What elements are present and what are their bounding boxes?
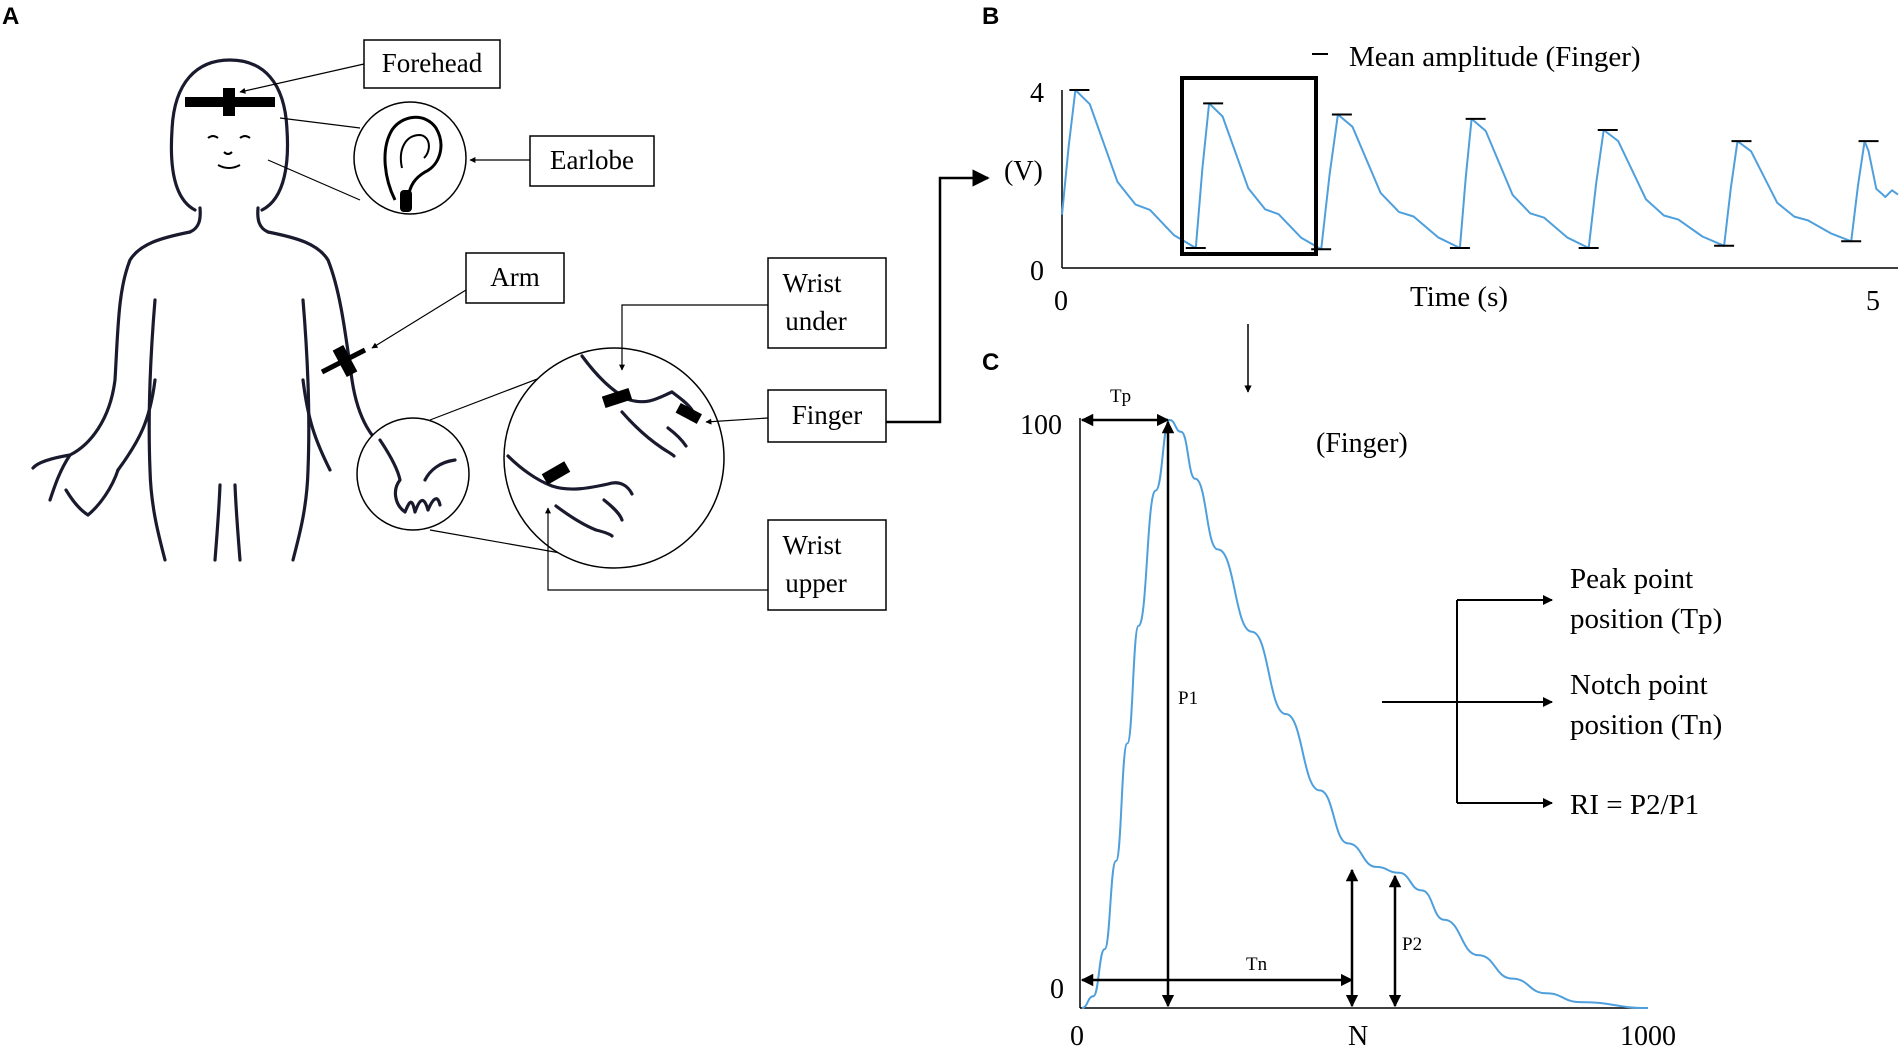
face — [207, 135, 251, 169]
wrist-under-label-line1: Wrist — [783, 268, 842, 298]
earlobe-zoom-line-bottom — [267, 159, 361, 201]
panel-label-a: A — [2, 3, 19, 30]
wrist-upper-pointer — [545, 507, 768, 591]
c-ytick-0: 0 — [1050, 974, 1064, 1005]
panel-label-b: B — [982, 3, 999, 30]
human-body-outline — [31, 58, 394, 562]
mean-amplitude-legend: Mean amplitude (Finger) — [1349, 41, 1641, 73]
c-ppg-trace — [1081, 419, 1649, 1009]
forehead-label-box — [363, 39, 501, 89]
b-x-label: Time (s) — [1410, 281, 1508, 313]
c-xtick-1000: 1000 — [1620, 1021, 1676, 1052]
c-ytick-100: 100 — [1020, 410, 1062, 441]
earlobe-zoom-line-top — [279, 117, 361, 129]
forehead-label: Forehead — [382, 48, 483, 78]
finger-label: Finger — [792, 400, 863, 430]
tp-label: Tp — [1110, 386, 1131, 407]
notch-output-line2: position (Tn) — [1570, 709, 1722, 741]
finger-label-box — [767, 389, 887, 443]
peak-output-line2: position (Tp) — [1570, 603, 1722, 635]
arm-label: Arm — [490, 262, 540, 292]
forehead-pointer — [239, 63, 365, 94]
earlobe-label-box — [529, 135, 655, 187]
finger-pointer — [705, 417, 769, 425]
finger-sensor — [675, 402, 702, 424]
p2-label: P2 — [1402, 934, 1422, 955]
wrist-upper-label-line2: upper — [785, 568, 846, 598]
c-xtick-n: N — [1348, 1021, 1368, 1052]
c-legend: (Finger) — [1316, 428, 1408, 459]
arm-sensor — [320, 344, 367, 378]
notch-output-line1: Notch point — [1570, 669, 1708, 701]
selected-beat-box — [1180, 76, 1318, 256]
output-tree — [1382, 595, 1553, 808]
hand-circle-large — [503, 347, 725, 569]
peak-output-line1: Peak point — [1570, 563, 1693, 595]
b-amplitude-marks — [1069, 89, 1879, 251]
b-y-label: (V) — [1004, 156, 1043, 187]
earlobe-label: Earlobe — [550, 145, 634, 175]
wrist-under-pointer — [619, 304, 768, 371]
b-ytick-4: 4 — [1030, 78, 1044, 109]
p1-label: P1 — [1178, 688, 1198, 709]
b-ppg-trace-group — [1061, 89, 1899, 251]
hand-icon-small — [378, 438, 457, 514]
wrist-upper-label-box — [767, 519, 887, 611]
wrist-under-sensor — [601, 387, 633, 409]
wrist-upper-sensor — [541, 461, 571, 485]
panel-label-c: C — [982, 349, 999, 376]
tn-label: Tn — [1246, 954, 1268, 975]
wrist-under-label-box — [767, 257, 887, 349]
forehead-sensor — [185, 88, 275, 116]
b-ppg-trace — [1061, 89, 1899, 251]
wrist-under-label-line2: under — [785, 306, 846, 336]
c-xtick-0: 0 — [1070, 1021, 1084, 1052]
ear-icon — [383, 115, 443, 212]
hand-icon-large-lower — [506, 454, 634, 538]
arm-label-box — [465, 252, 565, 304]
b-xtick-0: 0 — [1054, 286, 1068, 317]
ri-output: RI = P2/P1 — [1570, 789, 1699, 821]
finger-to-signal-arrow — [886, 169, 990, 424]
arm-pointer — [371, 289, 467, 349]
hand-icon-large-upper — [580, 354, 702, 458]
b-xtick-5: 5 — [1866, 286, 1880, 317]
hand-circle-small — [356, 417, 470, 531]
wrist-upper-label-line1: Wrist — [783, 530, 842, 560]
b-ytick-0: 0 — [1030, 256, 1044, 287]
